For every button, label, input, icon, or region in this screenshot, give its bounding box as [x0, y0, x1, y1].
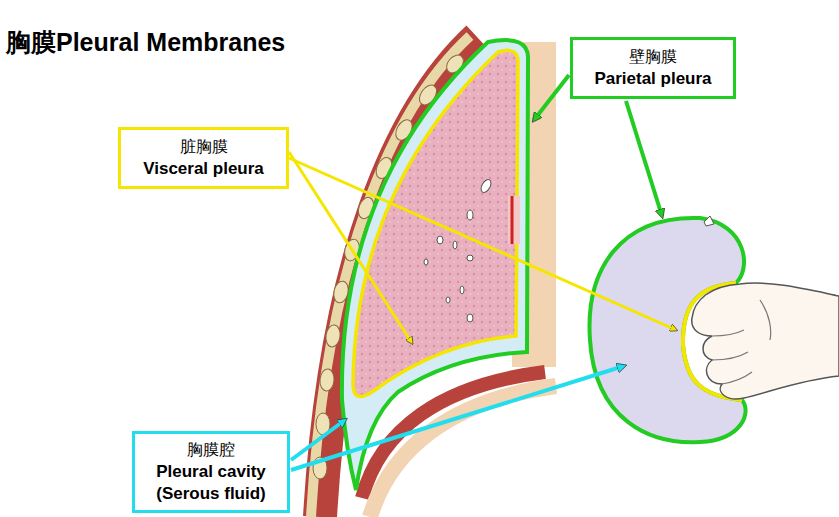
- label-box: 胸膜腔Pleural cavity(Serous fluid): [132, 431, 290, 513]
- leader-arrow: [626, 101, 662, 216]
- english-label: Visceral pleura: [131, 158, 276, 180]
- chinese-label: 壁胸膜: [583, 46, 723, 68]
- label-box: 壁胸膜Parietal pleura: [570, 37, 736, 99]
- rib: [319, 368, 335, 391]
- bronchus: [453, 241, 457, 249]
- bronchus: [479, 178, 493, 194]
- leader-arrow: [534, 75, 569, 120]
- abdomen-wall: [370, 386, 556, 517]
- english-label: (Serous fluid): [145, 483, 277, 505]
- bronchi-group: [424, 178, 493, 322]
- rib: [325, 324, 342, 348]
- leader-arrow: [289, 152, 412, 343]
- bronchus: [446, 297, 450, 303]
- label-box: 脏胸膜Visceral pleura: [118, 127, 289, 189]
- chinese-label: 脏胸膜: [131, 136, 276, 158]
- chinese-label: 胸膜腔: [145, 439, 277, 461]
- english-label: Pleural cavity: [145, 461, 277, 483]
- leader-arrow: [291, 366, 624, 470]
- fist-fingers: [712, 300, 771, 384]
- hilum-edge: [511, 196, 514, 244]
- bronchus: [460, 286, 464, 294]
- bronchus: [467, 210, 473, 220]
- hilum: [508, 196, 520, 244]
- leader-arrow: [289, 158, 676, 330]
- bronchus: [467, 255, 473, 261]
- bronchus: [467, 314, 473, 322]
- page-title: 胸膜Pleural Membranes: [6, 26, 285, 59]
- bronchus: [437, 236, 443, 244]
- balloon-knot: [704, 216, 714, 226]
- parietal-pleura: [342, 40, 528, 490]
- bronchus: [424, 259, 428, 265]
- english-label: Parietal pleura: [583, 68, 723, 90]
- fist: [692, 283, 839, 399]
